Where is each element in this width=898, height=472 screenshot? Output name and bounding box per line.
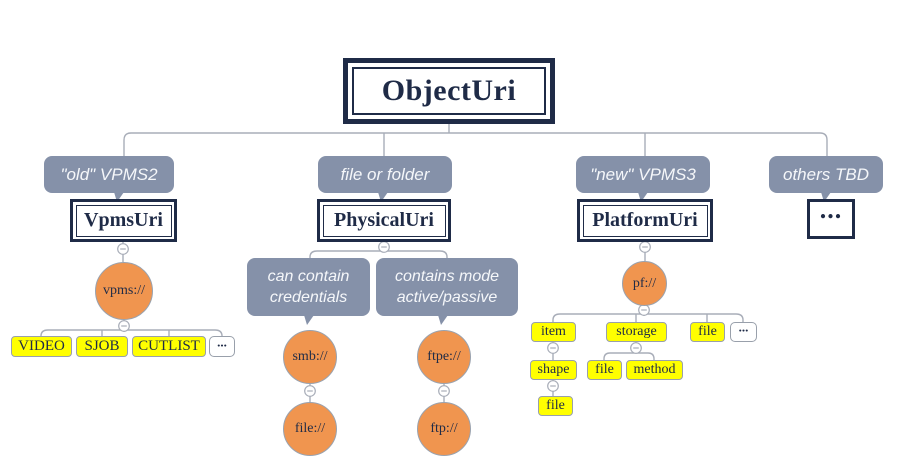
collapse-icon[interactable] [117, 243, 129, 255]
node-file-scheme-label: file:// [294, 421, 326, 436]
collapse-icon[interactable] [118, 320, 130, 332]
collapse-icon[interactable] [547, 342, 559, 354]
node-storage[interactable]: storage [606, 322, 667, 342]
node-objecturi-label: ObjectUri [381, 74, 517, 107]
callout-old-vpms2[interactable]: "old" VPMS2 [44, 156, 174, 202]
collapse-icon[interactable] [638, 304, 650, 316]
node-item-label: item [541, 324, 566, 339]
callout-tail [114, 192, 124, 202]
node-ftpe-scheme[interactable]: ftpe:// [417, 330, 471, 384]
callout-file-or-folder[interactable]: file or folder [318, 156, 452, 202]
node-pf-file-label: file [698, 324, 717, 339]
node-method[interactable]: method [626, 360, 683, 380]
node-pf-more[interactable]: ... [730, 319, 757, 342]
node-others-ellipsis[interactable]: ... [807, 195, 855, 239]
node-vpms-scheme[interactable]: vpms:// [95, 262, 153, 320]
callout-tail [638, 192, 648, 202]
node-video-label: VIDEO [18, 338, 65, 354]
node-vpmsuri[interactable]: VpmsUri [70, 199, 177, 242]
node-method-label: method [633, 362, 676, 377]
node-shape[interactable]: shape [530, 360, 577, 380]
node-storage-file-label: file [595, 362, 614, 377]
node-ftp-scheme-label: ftp:// [430, 421, 458, 436]
callout-tail [821, 192, 831, 202]
node-pf-file[interactable]: file [690, 322, 725, 342]
node-objecturi-frame: ObjectUri [352, 67, 546, 115]
collapse-icon[interactable] [378, 241, 390, 253]
node-ftp-scheme[interactable]: ftp:// [417, 402, 471, 456]
node-sjob[interactable]: SJOB [76, 336, 128, 357]
node-physicaluri-label: PhysicalUri [334, 209, 434, 231]
node-cutlist-label: CUTLIST [138, 338, 200, 354]
node-pf-more-label: ... [738, 319, 749, 335]
node-physicaluri-frame: PhysicalUri [322, 204, 446, 237]
node-sjob-label: SJOB [84, 338, 120, 354]
node-vpmsuri-frame: VpmsUri [75, 204, 172, 237]
node-platformuri-label: PlatformUri [592, 209, 698, 231]
node-storage-file[interactable]: file [587, 360, 622, 380]
node-item[interactable]: item [531, 322, 576, 342]
callout-contains-mode-label: contains mode active/passive [394, 267, 500, 306]
node-shape-label: shape [537, 362, 570, 377]
callout-can-contain-credentials[interactable]: can contain credentials [247, 258, 370, 325]
node-video[interactable]: VIDEO [11, 336, 72, 357]
callout-contains-mode[interactable]: contains mode active/passive [376, 258, 518, 325]
node-others-ellipsis-label: ... [819, 195, 843, 224]
node-vpmsuri-label: VpmsUri [84, 209, 163, 231]
callout-new-vpms3-label: "new" VPMS3 [590, 164, 696, 184]
node-physicaluri[interactable]: PhysicalUri [317, 199, 451, 242]
collapse-icon[interactable] [630, 342, 642, 354]
callout-old-vpms2-label: "old" VPMS2 [60, 164, 158, 184]
node-file-scheme[interactable]: file:// [283, 402, 337, 456]
callout-tail [304, 315, 314, 325]
node-vpms-scheme-label: vpms:// [102, 283, 145, 298]
node-platformuri[interactable]: PlatformUri [577, 199, 713, 242]
node-cutlist[interactable]: CUTLIST [132, 336, 206, 357]
collapse-icon[interactable] [547, 380, 559, 392]
callout-others-tbd[interactable]: others TBD [769, 156, 883, 202]
callout-tail [438, 315, 448, 325]
node-objecturi[interactable]: ObjectUri [343, 58, 555, 124]
callout-file-or-folder-label: file or folder [340, 164, 430, 184]
node-shape-file-label: file [546, 398, 565, 413]
callout-others-tbd-label: others TBD [783, 164, 869, 184]
node-pf-scheme-label: pf:// [632, 275, 657, 291]
callout-new-vpms3[interactable]: "new" VPMS3 [576, 156, 710, 202]
collapse-icon[interactable] [304, 385, 316, 397]
node-vpms-more-label: ... [217, 334, 227, 350]
node-smb-scheme-label: smb:// [292, 349, 328, 364]
node-vpms-more[interactable]: ... [209, 334, 235, 357]
node-storage-label: storage [616, 324, 657, 339]
node-ftpe-scheme-label: ftpe:// [427, 349, 461, 364]
node-shape-file[interactable]: file [538, 396, 573, 416]
callout-tail [378, 192, 388, 202]
collapse-icon[interactable] [639, 241, 651, 253]
collapse-icon[interactable] [438, 385, 450, 397]
callout-can-contain-credentials-label: can contain credentials [267, 267, 350, 306]
node-pf-scheme[interactable]: pf:// [622, 261, 667, 306]
node-platformuri-frame: PlatformUri [582, 204, 708, 237]
node-smb-scheme[interactable]: smb:// [283, 330, 337, 384]
